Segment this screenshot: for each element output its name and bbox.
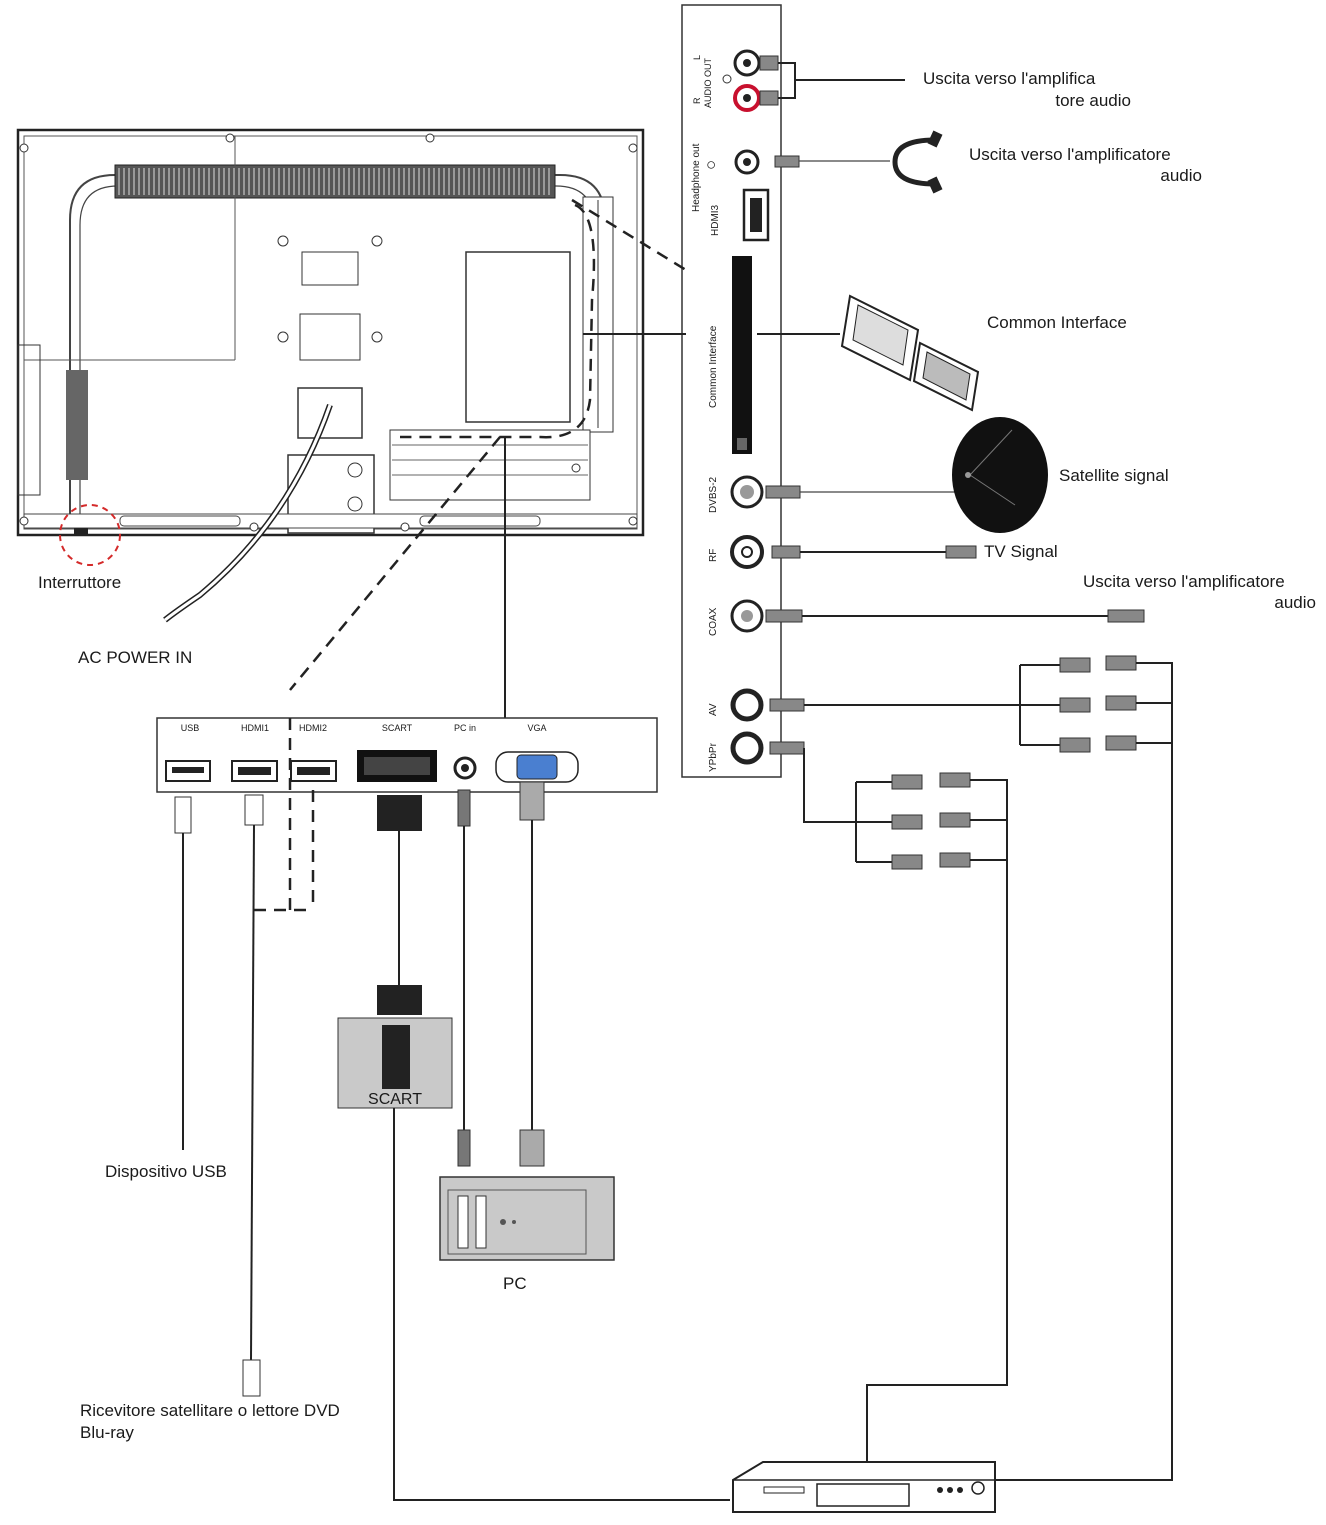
- switch-label: Interruttore: [38, 573, 121, 592]
- usb-port-label: USB: [181, 723, 200, 733]
- hdmi2-port-label: HDMI2: [299, 723, 327, 733]
- headphone-amp-label-2: audio: [1160, 166, 1202, 185]
- headphone-amp-label-1: Uscita verso l'amplificatore: [969, 145, 1171, 164]
- pc-audio-cable: [457, 789, 471, 1167]
- ypbpr-jack[interactable]: [730, 731, 764, 765]
- svg-text:○: ○: [706, 155, 716, 174]
- scart-box-label: SCART: [368, 1091, 422, 1108]
- av-port-label: AV: [708, 703, 719, 716]
- headphone-port-label: Headphone out: [691, 143, 702, 212]
- receiver-label-1: Ricevitore satellitare o lettore DVD: [80, 1401, 340, 1420]
- dvd-player-icon: [732, 1461, 996, 1513]
- coax-port-label: COAX: [708, 607, 719, 636]
- ci-port-label: Common Interface: [708, 325, 719, 408]
- audio-l-label: L: [692, 55, 702, 60]
- satellite-signal-label: Satellite signal: [1059, 466, 1169, 485]
- av-cable-bundle: [804, 655, 1173, 1481]
- hdmi1-cable: [242, 794, 264, 1397]
- dvbs2-port-label: DVBS-2: [708, 476, 719, 513]
- common-interface-label: Common Interface: [987, 313, 1127, 332]
- audio-out-amp-label-1: Uscita verso l'amplifica: [923, 69, 1096, 88]
- common-interface-slot[interactable]: [732, 256, 752, 454]
- coax-amp-label-1: Uscita verso l'amplificatore: [1083, 572, 1285, 591]
- pc-label: PC: [503, 1274, 527, 1293]
- tv-signal-label: TV Signal: [984, 542, 1058, 561]
- ci-card-icon: [840, 294, 980, 412]
- side-port-panel: AUDIO OUT L R Headphone out ○ HDMI3 Comm…: [681, 4, 1145, 778]
- ac-power-label: AC POWER IN: [78, 648, 192, 667]
- usb-device-label: Dispositivo USB: [105, 1162, 227, 1181]
- scart-port-label: SCART: [382, 723, 413, 733]
- coax-amp-label-2: audio: [1274, 593, 1316, 612]
- ypbpr-port-label: YPbPr: [708, 742, 719, 772]
- satellite-dish-icon: [952, 417, 1048, 533]
- headphones-icon: [892, 137, 936, 187]
- vga-port-label: VGA: [527, 723, 546, 733]
- receiver-label-2: Blu-ray: [80, 1423, 134, 1442]
- hdmi1-port-label: HDMI1: [241, 723, 269, 733]
- av-jack[interactable]: [730, 688, 764, 722]
- pcin-port-label: PC in: [454, 723, 476, 733]
- vga-cable: [519, 781, 545, 1167]
- audio-r-label: R: [692, 97, 702, 104]
- audio-out-amp-label-2: tore audio: [1055, 91, 1131, 110]
- power-switch-marker: [59, 504, 121, 566]
- tv-rear-view: [16, 128, 645, 537]
- rear-vent: [114, 164, 556, 199]
- rf-port-label: RF: [708, 549, 719, 562]
- bottom-port-panel: USB HDMI1 HDMI2 SCART PC in VGA: [156, 717, 658, 793]
- pc-icon: [439, 1176, 615, 1261]
- audio-out-port-label: AUDIO OUT: [703, 57, 713, 108]
- hdmi3-port-label: HDMI3: [710, 204, 721, 236]
- ypbpr-cable-bundle: [803, 748, 1008, 1462]
- usb-cable: [174, 796, 192, 1150]
- scart-cable: SCART: [337, 795, 730, 1501]
